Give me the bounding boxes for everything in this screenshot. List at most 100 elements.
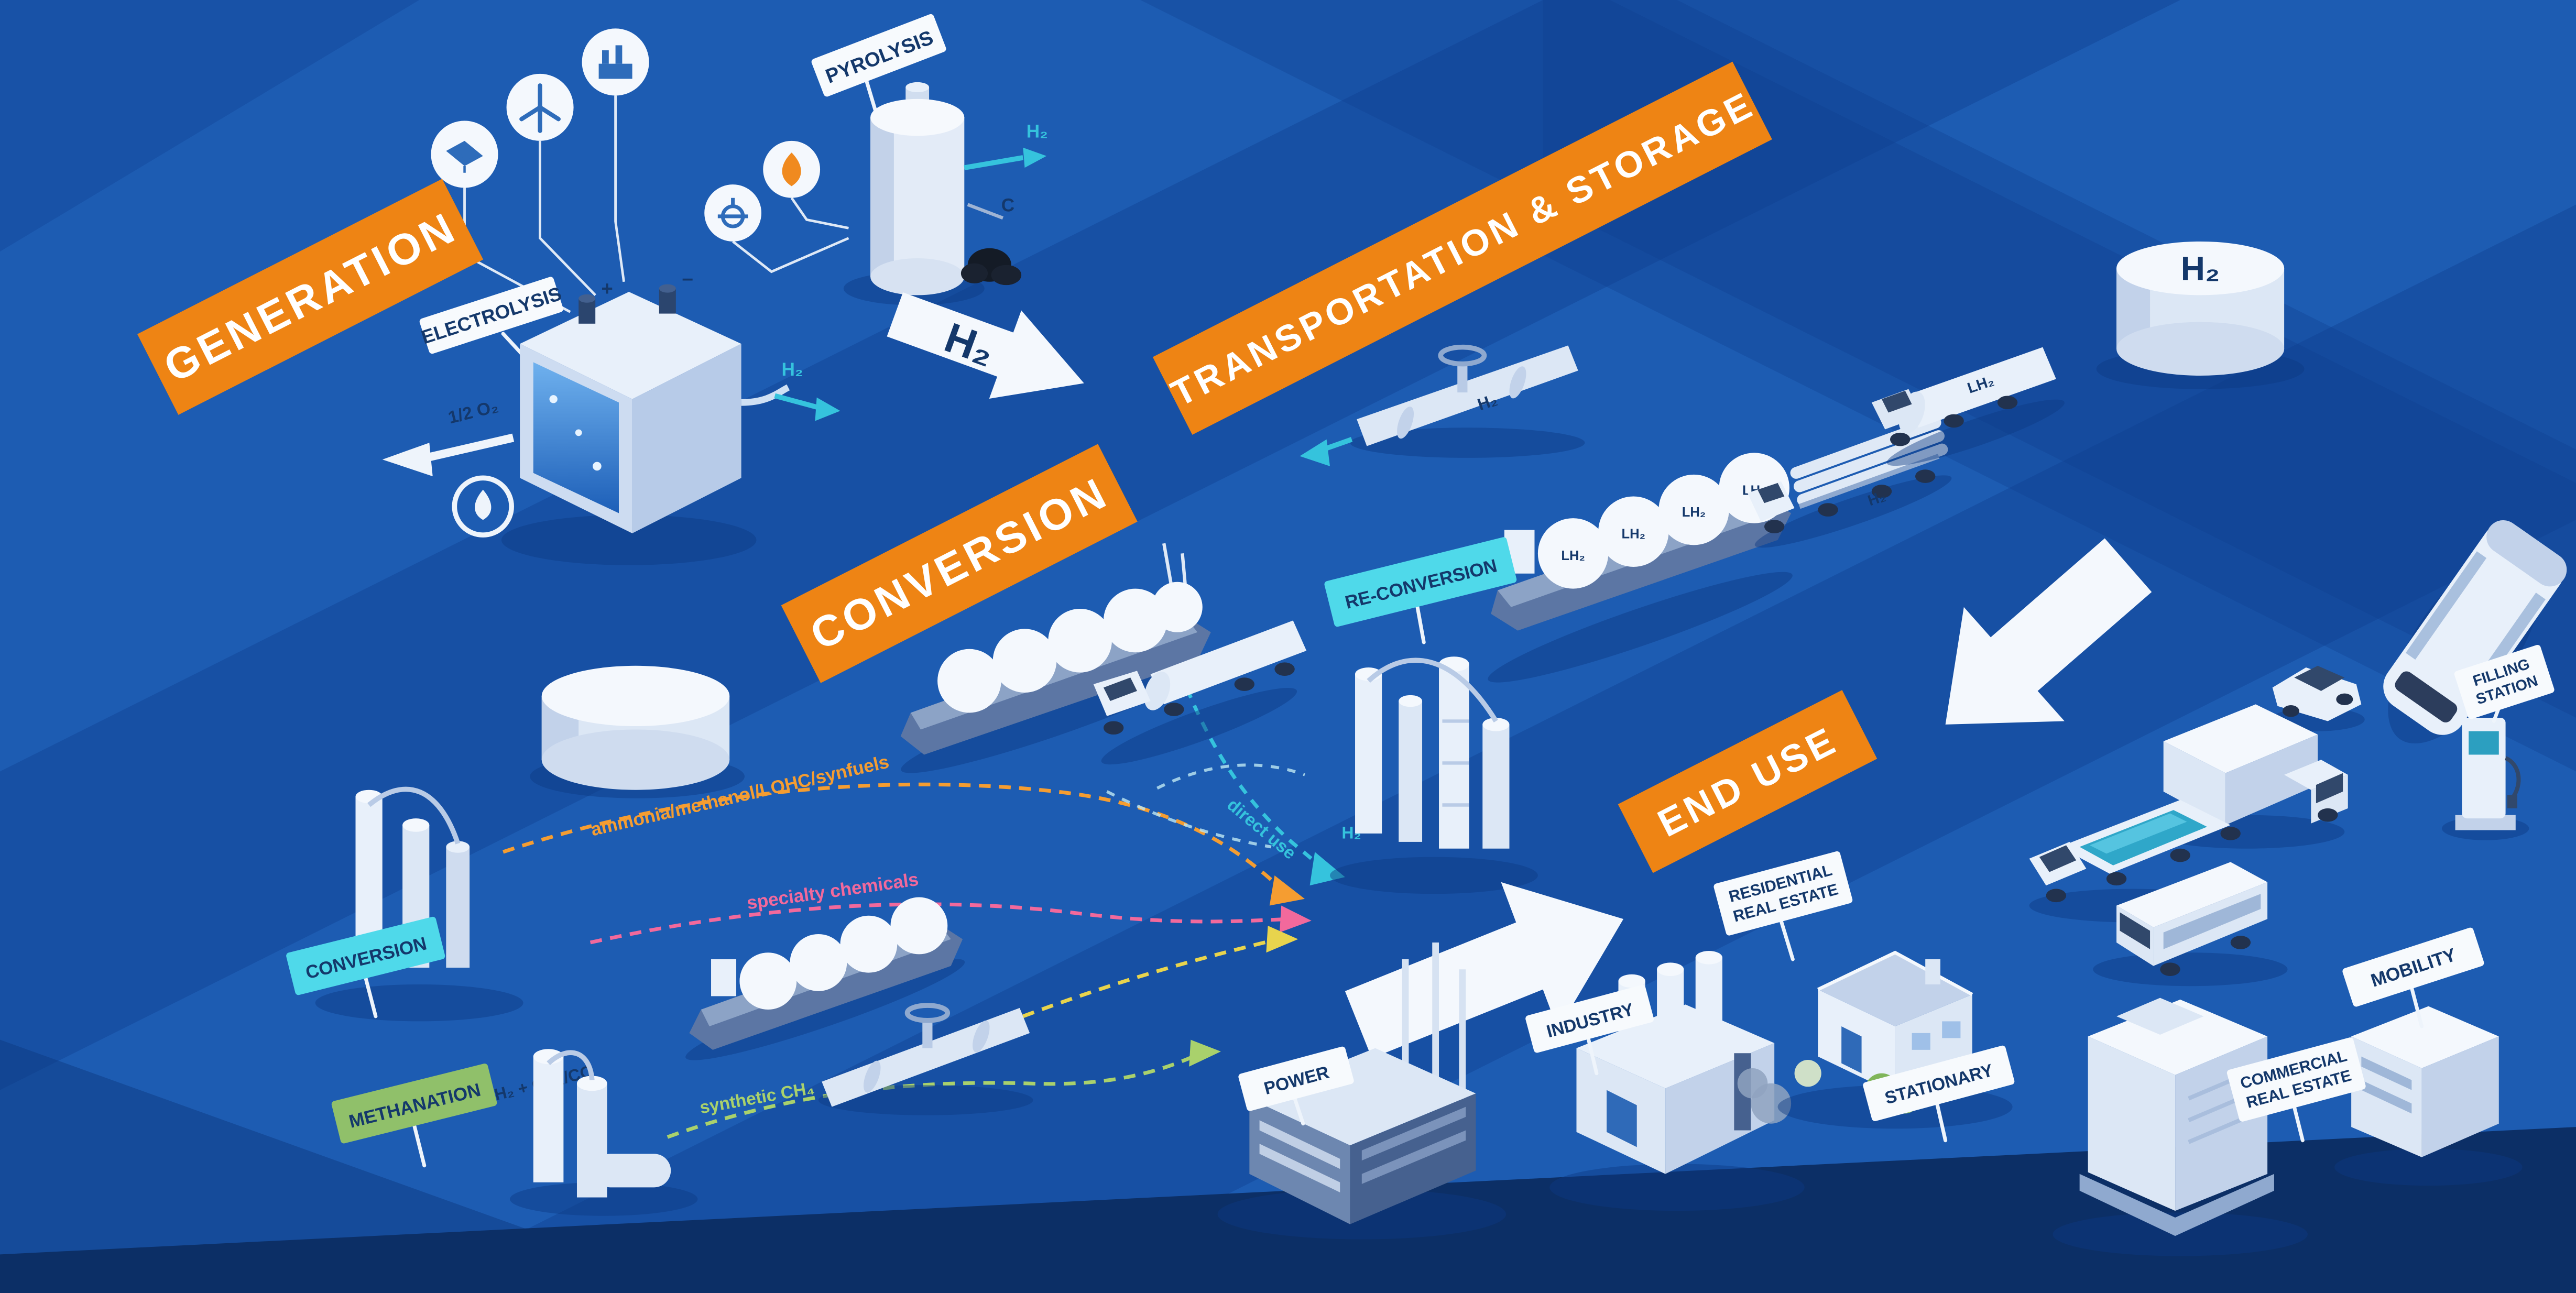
shadow [1549,1164,1805,1211]
flow-line-ammonia [503,782,1286,894]
ship-bridge [711,959,737,996]
window-strip [2361,1056,2412,1090]
carbon-out-line [967,203,1004,220]
wheel [1234,677,1254,691]
train-windows [2405,551,2487,660]
shadow [818,1085,1033,1115]
wheel [2170,848,2190,862]
flow-arrowhead-yellow [1266,925,1298,953]
wheel [1164,703,1184,716]
o2-out-line [425,433,515,462]
route-dashes [1156,763,1305,790]
commercial-building [2334,1006,2523,1186]
factory-chimney [602,50,609,64]
sign-post [412,1123,427,1168]
sign-plate [1525,984,1654,1053]
tank-bottom [2116,322,2285,376]
bottom-strip [0,1127,2576,1293]
lh2-carrier-ship: LH₂ LH₂ LH₂ LH₂ [1488,453,1793,683]
pyrolysis-reactor: H₂ C [843,82,1048,305]
column [1482,724,1510,849]
ch4-pipeline [818,1003,1033,1115]
bus-windshield [2120,912,2151,949]
chemicals-ship [685,897,965,1060]
industry-plant [1549,950,1805,1211]
house-window [1912,1033,1930,1050]
sign-post [1779,918,1795,961]
wheel [1103,721,1124,735]
sign-plate [286,916,445,995]
flow-line-direct-use [1172,653,1323,869]
tank-top [541,665,730,727]
sign-plate [331,1064,497,1144]
rooftop-module [2116,998,2204,1035]
banner-plate [1152,61,1772,435]
train [2383,520,2567,744]
wheel [2230,936,2251,949]
sign-plate [2342,927,2484,1007]
sign-plate [419,277,563,354]
transport-to-enduse-arrow [1945,538,2152,725]
column [355,796,383,956]
route-dashes [1106,790,1272,849]
house-chimney [1925,959,1941,985]
sign-post [1415,604,1426,644]
terminal-cap [659,284,676,293]
pipe-flange [1509,366,1526,399]
connector-line [732,237,849,273]
o2-out-arrow [382,443,433,477]
turbine-blades [519,83,561,133]
h2-out-label: H₂ [781,359,803,380]
valve-stem [1457,362,1468,393]
tree [1794,1060,1821,1087]
industry-door [1607,1090,1637,1147]
shadow [2053,1212,2308,1256]
wheel [1890,432,1911,446]
cab-windshield [1881,390,1912,413]
window-strip [2361,1080,2412,1114]
lh2-label: LH₂ [1622,527,1645,542]
tank-bottom [541,729,730,790]
tank-body [1905,347,2056,428]
flow-arrowhead-synthetic [1189,1039,1221,1067]
lh2-label: LH₂ [1682,505,1706,520]
sign-plate [2454,644,2555,719]
wheel [2336,693,2353,706]
wind-turbine-icon [506,73,574,141]
cargo-sphere [840,915,898,973]
power-plant [1217,942,1507,1240]
h2-out-label: H₂ [1027,121,1048,141]
cargo-panel-highlight [2089,813,2187,854]
tank-top [1695,950,1722,965]
bubble [549,395,558,403]
tank-top [1657,962,1684,977]
shadow [2093,952,2288,987]
wheel [2046,889,2067,903]
lh2-sphere [1598,496,1669,567]
wheel [2318,808,2338,822]
cab-windshield [2316,773,2343,804]
cargo-sphere [1152,582,1203,632]
valve-handwheel [1438,344,1487,367]
flow-arrowhead-specialty [1279,905,1312,933]
nozzle-cap [905,82,930,93]
wheel [2220,827,2241,840]
pipe-flange [864,1060,881,1093]
tank-top [2116,241,2285,295]
flame-glyph [782,152,801,187]
tank-h2-label: H₂ [2181,250,2220,288]
trailer-frame [1798,454,1940,509]
shadow [1886,399,2065,466]
shadow [2334,1148,2523,1186]
cargo-sphere [1103,588,1167,653]
reactor-top [870,98,965,136]
shadow [1488,572,1793,683]
unit-left-face [2088,1036,2176,1211]
flow-arrowhead-ammonia [1269,875,1305,906]
iso-road-band [1543,0,2576,772]
house-door [1841,1026,1862,1073]
wheel [2282,705,2299,717]
unit-top [2088,999,2268,1075]
h2-out-arrow [1023,147,1047,168]
